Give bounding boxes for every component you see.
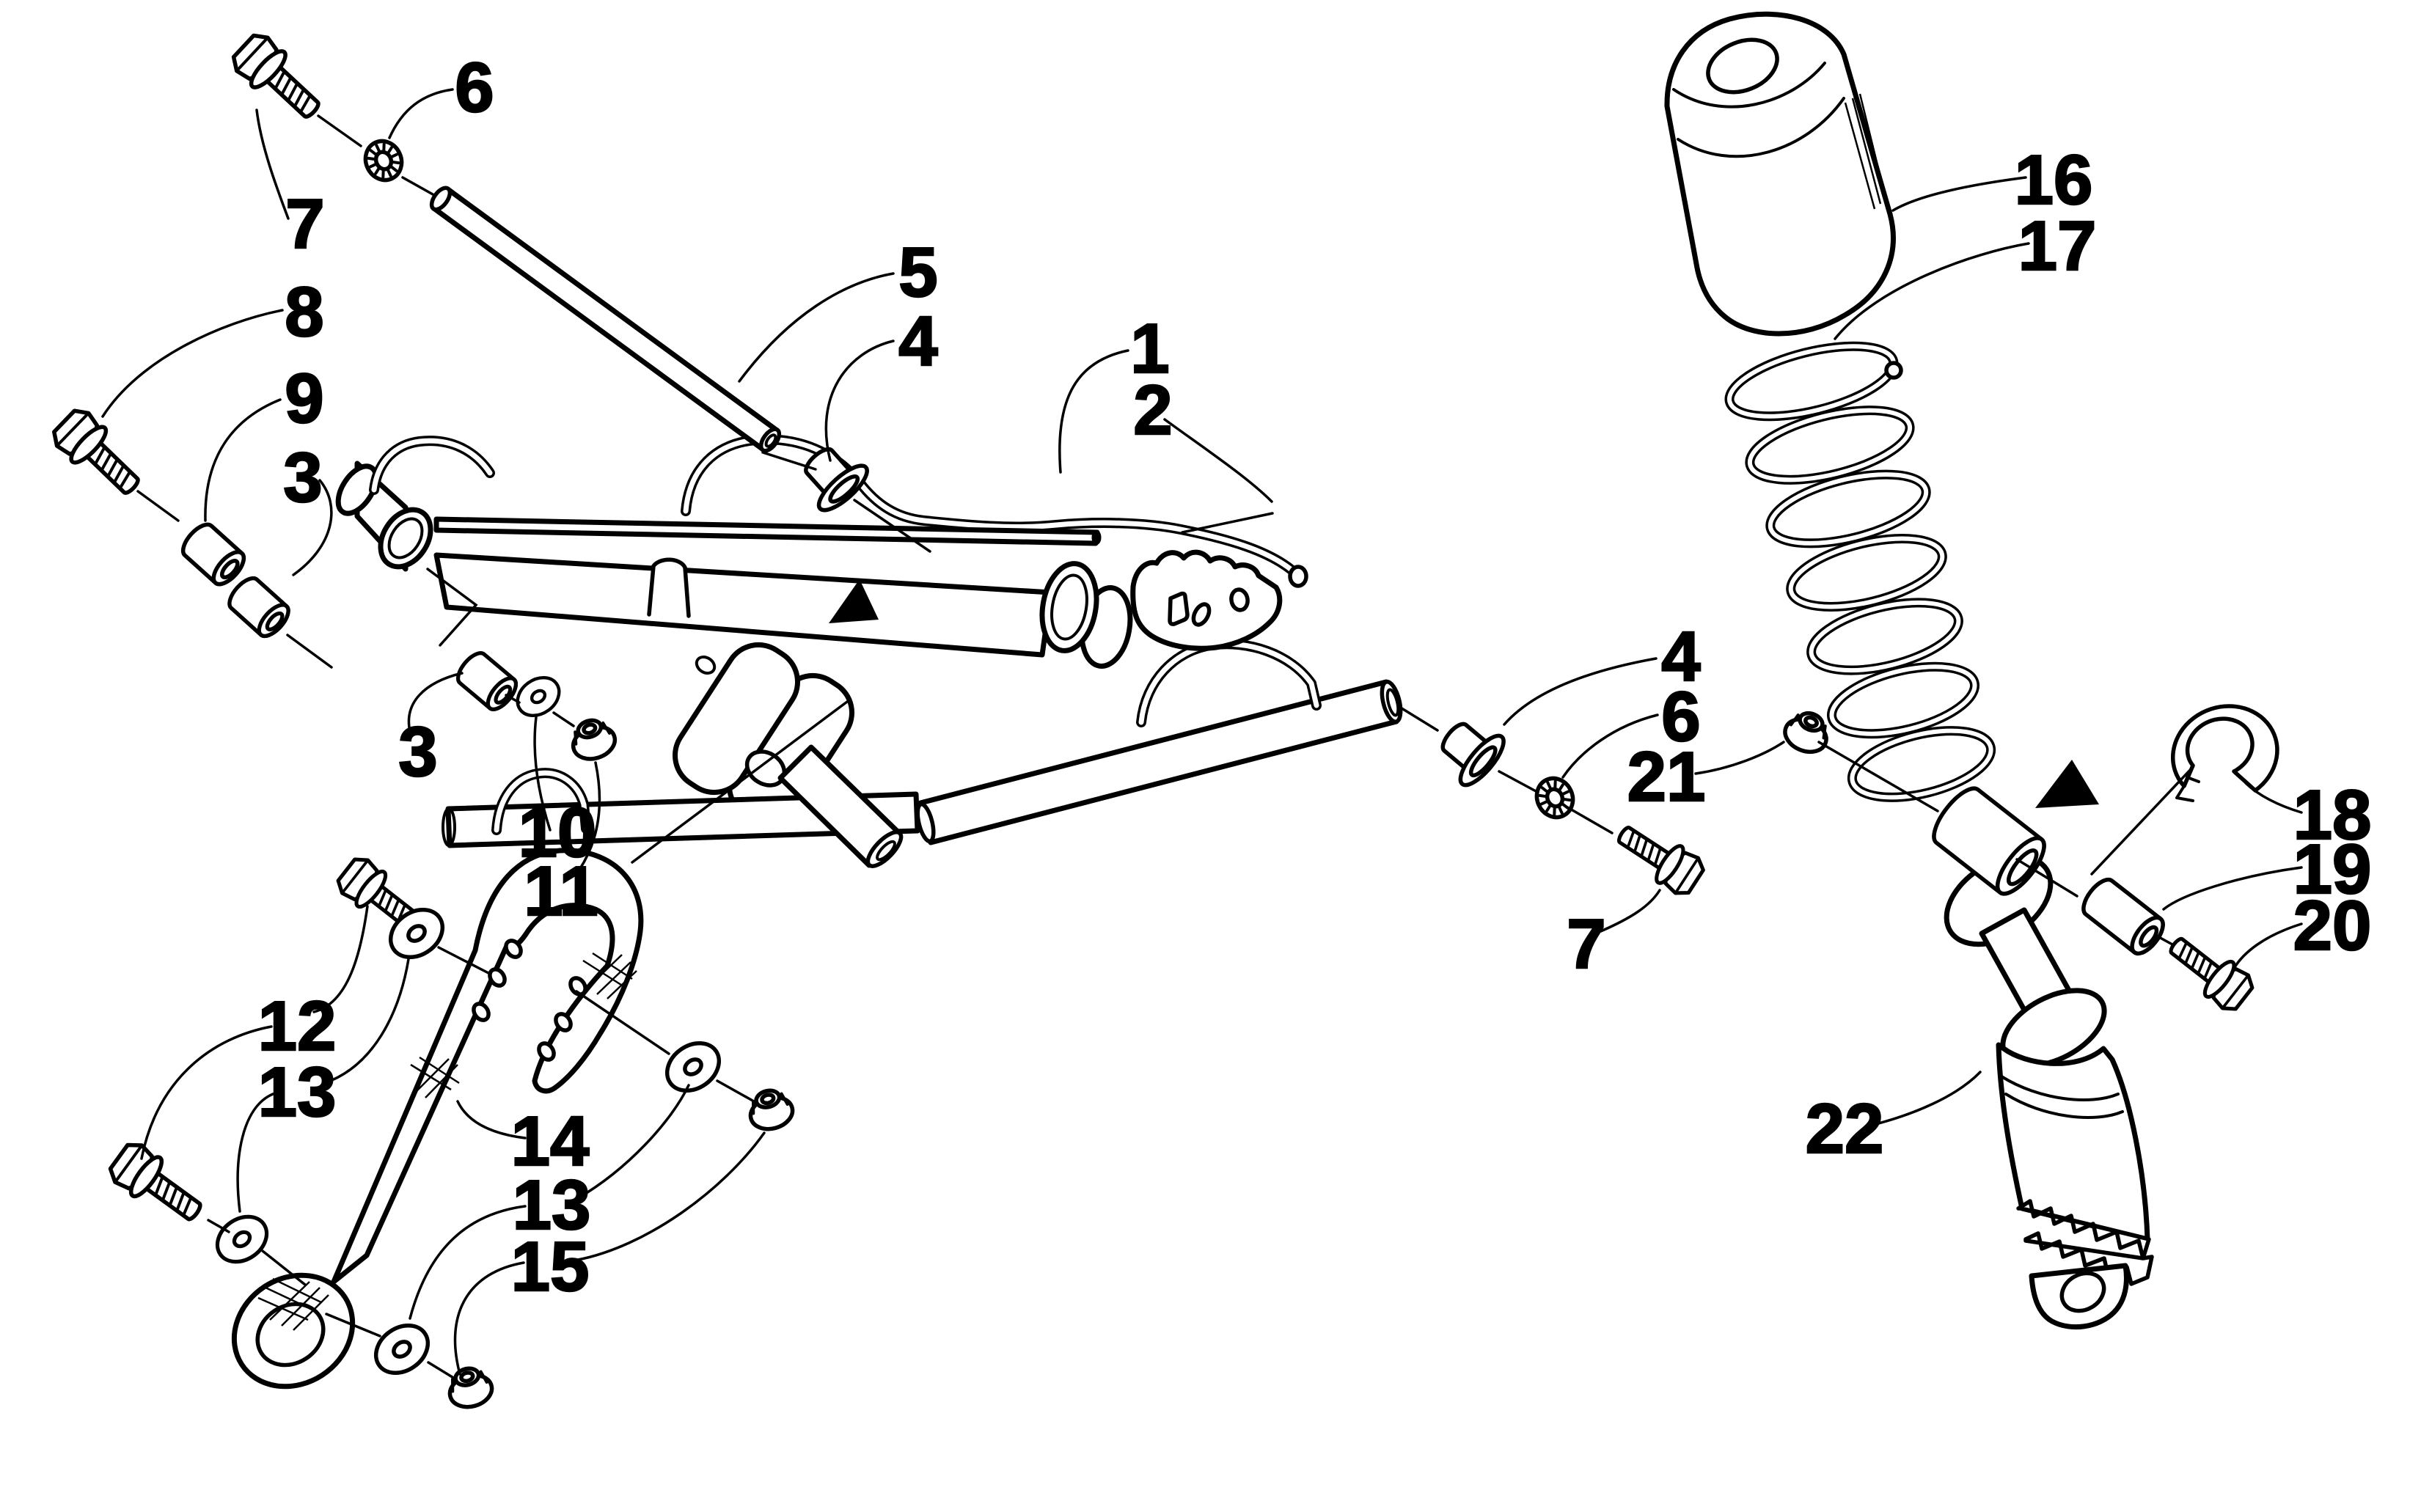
lock-washer-6-top-left <box>359 135 408 186</box>
callout-7a: 7 <box>285 185 324 263</box>
bushing-3-left <box>224 573 293 641</box>
callout-9: 9 <box>285 359 323 438</box>
bushing-3-center <box>453 648 521 713</box>
callout-6a: 6 <box>455 48 494 127</box>
callout-5: 5 <box>898 233 937 312</box>
callout-10: 10 <box>519 793 597 872</box>
callout-4a: 4 <box>898 302 937 381</box>
callout-4b: 4 <box>1661 617 1700 696</box>
a-arm-bracket <box>1130 549 1283 651</box>
nut-15-b <box>444 1364 495 1412</box>
callout-6b: 6 <box>1661 678 1700 756</box>
callout-13a: 13 <box>258 1053 337 1131</box>
a-arm-lower-right-tube <box>918 679 1399 845</box>
callout-2: 2 <box>1133 371 1172 449</box>
washer-13-b <box>209 1208 276 1271</box>
flange-lock-nut-11 <box>567 715 619 764</box>
a-arm-main-tube <box>433 552 1054 658</box>
callout-1: 1 <box>1130 309 1169 388</box>
assembly-marker-triangle-left <box>829 579 879 623</box>
pivot-tube-5 <box>429 186 782 453</box>
flange-bolt-7-top-left <box>227 29 329 129</box>
callout-13b: 13 <box>513 1166 591 1244</box>
callouts: 1 2 3 3 4 4 5 6 6 7 7 8 9 10 11 12 13 13… <box>257 48 2372 1307</box>
callout-22: 22 <box>1806 1090 1884 1168</box>
coil-spring-17 <box>1724 341 1996 802</box>
callout-11: 11 <box>524 852 598 931</box>
shock-top-bushing <box>1932 786 2046 896</box>
callout-15: 15 <box>511 1227 590 1306</box>
a-arm-mount-plates <box>672 642 855 826</box>
callout-3a: 3 <box>283 438 322 517</box>
flange-bolt-8-left <box>48 405 150 505</box>
spacer-bushing-19 <box>2078 875 2169 959</box>
assembly-marker-triangle-right <box>2035 760 2099 808</box>
callout-3b: 3 <box>398 713 437 791</box>
shock-absorber-22 <box>1932 786 2154 1330</box>
a-arm-right-pivot <box>1039 561 1133 669</box>
retaining-ring-18 <box>2170 704 2279 802</box>
shock-body <box>1996 988 2154 1330</box>
a-arm-post <box>647 557 691 618</box>
flanged-bushing-4-right <box>1429 710 1510 791</box>
callout-7b: 7 <box>1567 905 1605 983</box>
bolt-12-lower <box>105 1138 210 1233</box>
lock-washer-6-right <box>1531 772 1579 823</box>
a-arm-left-pivot-barrel <box>335 460 433 572</box>
a-arm-left-hoop <box>369 436 495 495</box>
washer-13-d <box>367 1315 437 1382</box>
callout-16: 16 <box>2015 141 2093 219</box>
spacer-9 <box>177 520 249 590</box>
callout-18: 18 <box>2293 776 2372 854</box>
leader-lines <box>101 88 2303 1376</box>
callout-17: 17 <box>2018 207 2097 285</box>
callout-14: 14 <box>511 1102 590 1181</box>
callout-21: 21 <box>1627 738 1706 816</box>
nut-15-a <box>745 1086 796 1134</box>
flange-bolt-7-right <box>1610 815 1707 900</box>
washer-10 <box>516 676 561 717</box>
a-arm-assembly <box>335 434 1403 868</box>
washer-13-c <box>658 1033 728 1100</box>
a-arm-lower-left-tube <box>445 791 920 848</box>
callout-12: 12 <box>258 987 337 1065</box>
flange-nut-21 <box>1780 706 1834 757</box>
callout-8: 8 <box>285 273 323 351</box>
callout-20: 20 <box>2293 887 2372 965</box>
shock-boot-16 <box>1664 11 1896 337</box>
callout-19: 19 <box>2293 830 2372 909</box>
limiter-strap-14 <box>231 848 644 1390</box>
flange-bolt-20 <box>2161 927 2257 1016</box>
